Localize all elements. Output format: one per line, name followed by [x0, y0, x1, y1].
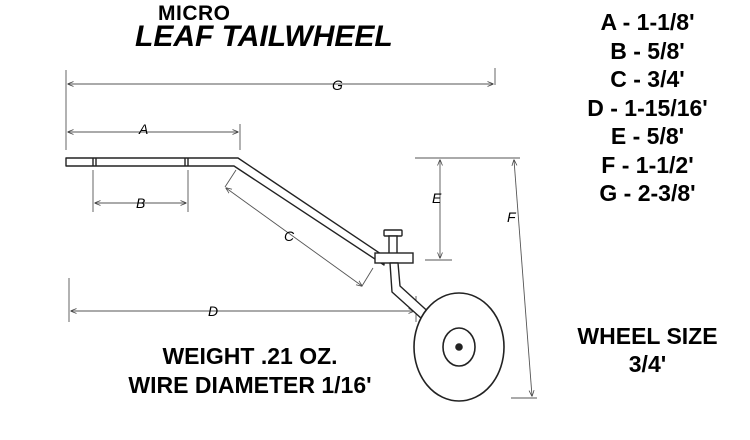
- wheel-size-info: WHEEL SIZE 3/4': [560, 322, 735, 378]
- tail-wire: [65, 157, 385, 266]
- dimension-e-line: [415, 157, 520, 261]
- wheel: [413, 292, 505, 402]
- dimension-b-letter: B: [136, 195, 145, 211]
- dimension-f-letter: F: [507, 209, 517, 225]
- dimension-g-line: [65, 68, 496, 150]
- dimension-c-line: [224, 169, 374, 286]
- dimension-c: C - 3/4': [610, 66, 685, 92]
- dimensions-list: A - 1-1/8' B - 5/8' C - 3/4' D - 1-15/16…: [560, 8, 735, 208]
- wheel-size-value: 3/4': [628, 351, 667, 377]
- dimension-e-letter: E: [432, 190, 442, 206]
- weight-info: WEIGHT .21 OZ. WIRE DIAMETER 1/16': [100, 342, 400, 400]
- dimension-f: F - 1-1/2': [601, 151, 694, 178]
- dimension-d-line: [68, 278, 417, 322]
- dimension-d: D - 1-15/16': [587, 94, 708, 121]
- title-leaf-tailwheel: LEAF TAILWHEEL: [135, 20, 393, 53]
- dimension-b-line: [92, 170, 189, 212]
- dimension-e: E - 5/8': [610, 123, 685, 149]
- dimension-a-line: [68, 124, 241, 150]
- dimension-b: B - 5/8': [610, 37, 685, 64]
- pivot-collar: [374, 229, 414, 264]
- dimension-a: A - 1-1/8': [600, 9, 695, 35]
- dimension-g: G - 2-3/8': [599, 180, 696, 206]
- wheel-size-label: WHEEL SIZE: [577, 323, 718, 349]
- dimension-d-letter: D: [208, 303, 218, 319]
- dimension-c-letter: C: [284, 228, 295, 244]
- weight-text: WEIGHT .21 OZ.: [162, 343, 338, 369]
- dimension-a-letter: A: [138, 121, 148, 137]
- dimension-g-letter: G: [332, 77, 343, 93]
- dimension-f-line: [511, 160, 537, 399]
- wire-diameter-text: WIRE DIAMETER 1/16': [128, 372, 372, 398]
- mount-notches: [92, 158, 189, 166]
- title-micro: MICRO: [158, 2, 231, 25]
